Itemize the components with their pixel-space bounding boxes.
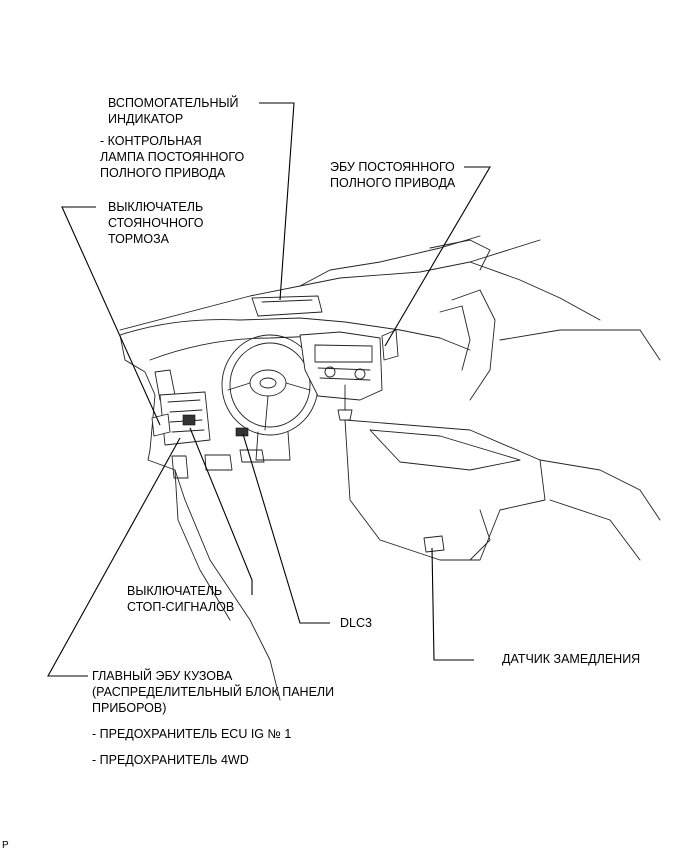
fuse-4wd-label: - ПРЕДОХРАНИТЕЛЬ 4WD <box>92 753 249 767</box>
fuse-ecu-ig-label: - ПРЕДОХРАНИТЕЛЬ ECU IG № 1 <box>92 727 292 741</box>
main-body-ecu-label: ГЛАВНЫЙ ЭБУ КУЗОВА (РАСПРЕДЕЛИТЕЛЬНЫЙ БЛ… <box>92 669 335 715</box>
decel-sensor-label: ДАТЧИК ЗАМЕДЛЕНИЯ <box>502 652 641 666</box>
corner-mark: P <box>2 840 9 851</box>
dlc3-label: DLC3 <box>340 616 372 630</box>
aux-indicator-label: ВСПОМОГАТЕЛЬНЫЙ ИНДИКАТОР <box>108 96 239 126</box>
parking-brake-switch-label: ВЫКЛЮЧАТЕЛЬ СТОЯНОЧНОГО ТОРМОЗА <box>108 200 204 246</box>
aux-indicator-sublabel: - КОНТРОЛЬНАЯ ЛАМПА ПОСТОЯННОГО ПОЛНОГО … <box>100 134 245 180</box>
ecu-4wd-label: ЭБУ ПОСТОЯННОГО ПОЛНОГО ПРИВОДА <box>330 160 456 190</box>
stop-light-switch-label: ВЫКЛЮЧАТЕЛЬ СТОП-СИГНАЛОВ <box>127 584 235 614</box>
